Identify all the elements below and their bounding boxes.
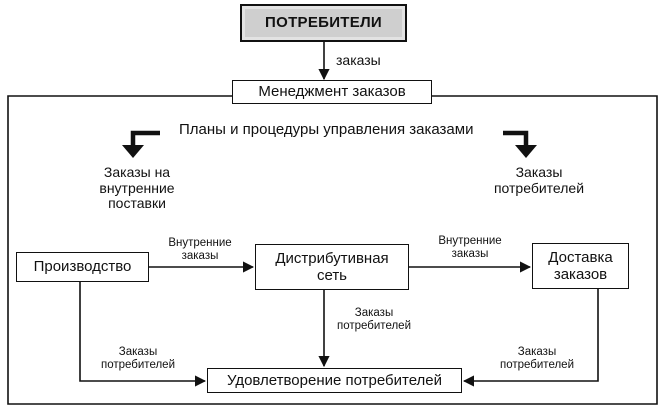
consumers-box: ПОТРЕБИТЕЛИ bbox=[240, 4, 407, 42]
order-management-label: Менеджмент заказов bbox=[258, 83, 406, 101]
consumer-satisfaction-box: Удовлетворение потребителей bbox=[207, 368, 462, 393]
distribution-network-label: Дистрибутивная сеть bbox=[275, 249, 389, 284]
order-delivery-box: Доставка заказов bbox=[532, 243, 629, 289]
order-delivery-label: Доставка заказов bbox=[548, 248, 613, 283]
bent-arrow-left-head bbox=[122, 145, 144, 158]
consumer-orders-label-right-bottom: Заказы потребителей bbox=[500, 346, 574, 371]
internal-supply-orders-label: Заказы на внутренние поставки bbox=[99, 164, 175, 212]
consumer-orders-label-right: Заказы потребителей bbox=[493, 164, 585, 196]
internal-orders-label-1: Внутренние заказы bbox=[168, 237, 232, 262]
consumer-satisfaction-label: Удовлетворение потребителей bbox=[226, 371, 443, 389]
bent-arrow-right-head bbox=[515, 145, 537, 158]
plans-label: Планы и процедуры управления заказами bbox=[176, 121, 477, 139]
production-box: Производство bbox=[16, 252, 149, 282]
bent-arrow-right bbox=[503, 130, 529, 146]
outer-frame bbox=[7, 95, 658, 405]
internal-orders-label-2: Внутренние заказы bbox=[438, 235, 502, 260]
arrow-delivery-to-satisfaction bbox=[462, 289, 599, 387]
consumer-orders-label-center: Заказы потребителей bbox=[337, 307, 411, 332]
consumers-label: ПОТРЕБИТЕЛИ bbox=[265, 14, 382, 32]
consumer-orders-label-left: Заказы потребителей bbox=[101, 346, 175, 371]
arrow-production-to-satisfaction bbox=[79, 282, 207, 387]
order-management-box: Менеджмент заказов bbox=[232, 80, 432, 104]
orders-label: заказы bbox=[336, 52, 381, 68]
production-label: Производство bbox=[33, 258, 132, 276]
bent-arrow-left bbox=[130, 130, 160, 146]
distribution-network-box: Дистрибутивная сеть bbox=[255, 244, 409, 290]
